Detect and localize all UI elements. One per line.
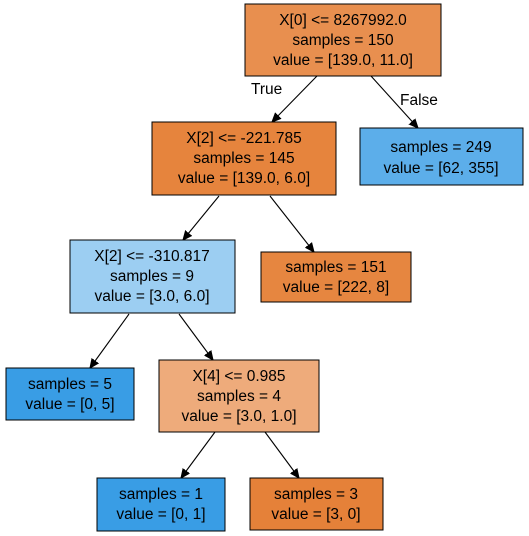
node-n1-split: X[2] <= -221.785 (186, 130, 301, 147)
node-n1-value: value = [139.0, 6.0] (178, 170, 310, 187)
edge-n3-to-n5 (90, 313, 130, 368)
node-n2-value: value = [62, 355] (383, 160, 498, 177)
node-n3-split: X[2] <= -310.817 (94, 248, 209, 265)
node-n5: samples = 5 value = [0, 5] (5, 367, 135, 421)
node-n5-value: value = [0, 5] (25, 396, 114, 413)
tree-edges (90, 75, 418, 478)
edge-n1-to-n4 (269, 195, 314, 252)
node-n8-box (249, 477, 384, 531)
node-n1-samples: samples = 145 (193, 150, 294, 167)
node-n8-value: value = [3, 0] (271, 506, 360, 523)
edge-n6-to-n7 (181, 431, 216, 478)
node-n4-samples: samples = 151 (285, 259, 386, 276)
edge-label-true: True (251, 81, 282, 98)
node-n1: X[2] <= -221.785 samples = 145 value = [… (151, 121, 337, 196)
node-n2: samples = 249 value = [62, 355] (359, 127, 524, 186)
node-n5-samples: samples = 5 (28, 376, 112, 393)
node-n7-box (96, 477, 226, 532)
node-n4-value: value = [222, 8] (283, 279, 389, 296)
node-n7-value: value = [0, 1] (116, 506, 205, 523)
node-n7-samples: samples = 1 (119, 486, 203, 503)
node-n5-box (5, 367, 135, 421)
edge-n3-to-n6 (178, 313, 213, 360)
node-n6-value: value = [3.0, 1.0] (181, 408, 296, 425)
node-n8-samples: samples = 3 (274, 486, 358, 503)
edge-n1-to-n3 (183, 195, 220, 240)
node-root-split: X[0] <= 8267992.0 (279, 12, 407, 29)
node-root-box (244, 3, 442, 77)
node-n1-box (151, 121, 337, 196)
edge-n6-to-n8 (264, 431, 299, 478)
node-root: X[0] <= 8267992.0 samples = 150 value = … (244, 3, 442, 77)
edge-root-to-n1 (272, 75, 318, 122)
edge-label-false: False (400, 92, 438, 109)
node-n3-box (69, 239, 236, 314)
node-root-samples: samples = 150 (292, 32, 394, 49)
node-n4-box (260, 251, 412, 303)
node-n6-split: X[4] <= 0.985 (192, 368, 285, 385)
node-n4: samples = 151 value = [222, 8] (260, 251, 412, 303)
node-n7: samples = 1 value = [0, 1] (96, 477, 226, 532)
edge-root-to-n2 (370, 75, 418, 128)
node-n6: X[4] <= 0.985 samples = 4 value = [3.0, … (158, 359, 320, 433)
node-n2-samples: samples = 249 (390, 139, 491, 156)
node-n6-box (158, 359, 320, 433)
node-n3-value: value = [3.0, 6.0] (94, 288, 209, 305)
node-n6-samples: samples = 4 (197, 388, 281, 405)
node-n8: samples = 3 value = [3, 0] (249, 477, 384, 531)
node-n3: X[2] <= -310.817 samples = 9 value = [3.… (69, 239, 236, 314)
node-root-value: value = [139.0, 11.0] (273, 52, 413, 69)
node-n2-box (359, 127, 524, 186)
node-n3-samples: samples = 9 (110, 268, 194, 285)
